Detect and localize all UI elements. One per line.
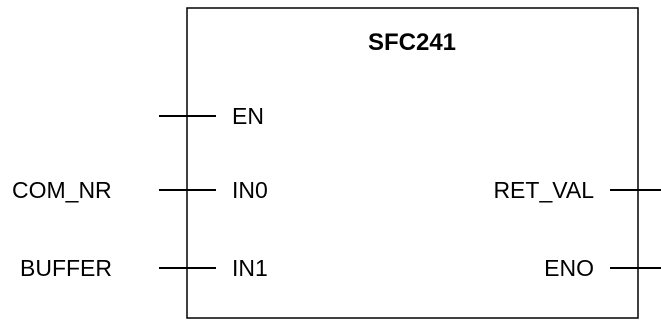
in1-pin-label: IN1 xyxy=(232,255,268,281)
buffer-label: BUFFER xyxy=(20,255,112,281)
function-block-frame xyxy=(186,7,639,319)
com-nr-label: COM_NR xyxy=(12,177,112,203)
in0-pin-label: IN0 xyxy=(232,177,268,203)
en-pin-label: EN xyxy=(232,103,264,129)
ret-val-pin-label: RET_VAL xyxy=(493,177,594,203)
block-title: SFC241 xyxy=(368,29,456,56)
eno-pin-label: ENO xyxy=(544,255,594,281)
